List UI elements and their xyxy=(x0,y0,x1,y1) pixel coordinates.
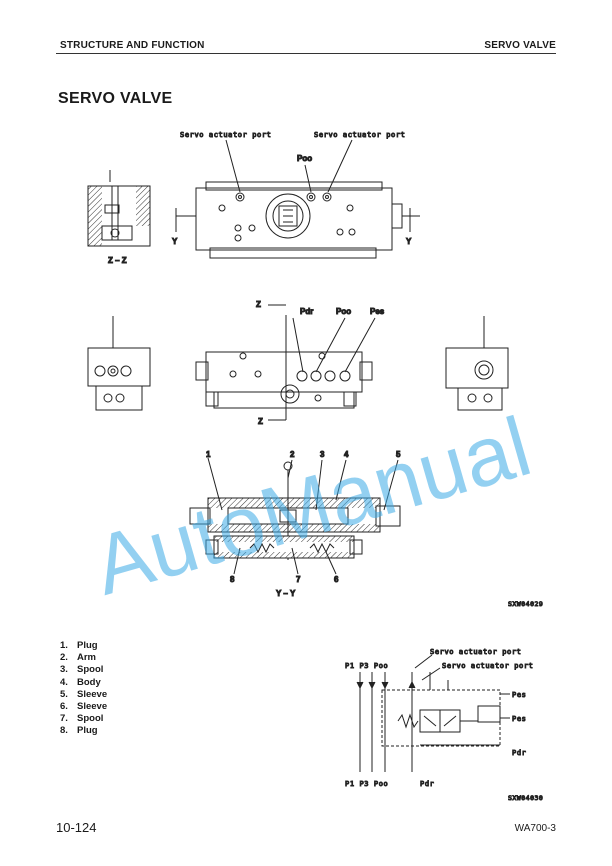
top-servo-port-left: Servo actuator port xyxy=(180,131,271,139)
callout-3: 3 xyxy=(320,450,325,459)
mid-pdr-label: Pdr xyxy=(300,307,313,316)
figure-id-2: SXW04030 xyxy=(508,794,543,802)
middle-left-end-view xyxy=(87,316,151,411)
mid-z-mark-top: Z xyxy=(256,300,261,309)
list-item: 3.Spool xyxy=(60,664,104,676)
page-number: 10-124 xyxy=(56,820,97,835)
list-item: 2.Arm xyxy=(60,652,97,664)
header-section: STRUCTURE AND FUNCTION xyxy=(60,40,205,51)
sch-pdr-right: Pdr xyxy=(512,749,526,757)
sch-pes-1: Pes xyxy=(512,691,526,699)
callout-2: 2 xyxy=(290,450,295,459)
zz-section-label: Z – Z xyxy=(108,256,127,265)
top-valve-view: Servo actuator port Servo actuator port … xyxy=(172,131,420,259)
callout-7: 7 xyxy=(296,575,301,584)
callout-8: 8 xyxy=(230,575,235,584)
zz-section-view: Z – Z xyxy=(87,170,151,266)
mid-z-mark-bottom: Z xyxy=(258,417,263,426)
hydraulic-schematic: Servo actuator port Servo actuator port … xyxy=(345,648,544,803)
callout-4: 4 xyxy=(344,450,349,459)
sch-top-ports: P1 P3 Poo xyxy=(345,662,388,670)
top-servo-port-right: Servo actuator port xyxy=(314,131,405,139)
list-item: 8.Plug xyxy=(60,725,98,737)
page-title: SERVO VALVE xyxy=(58,90,173,107)
mid-poo-label: Poo xyxy=(336,307,351,316)
middle-right-end-view xyxy=(445,316,509,411)
sch-bottom-ports: P1 P3 Poo xyxy=(345,780,388,788)
callout-5: 5 xyxy=(396,450,401,459)
sch-pdr-bottom: Pdr xyxy=(420,780,434,788)
list-item: 4.Body xyxy=(60,676,101,688)
yy-section-view: 1 2 3 4 5 8 7 6 Y – Y SXW04029 xyxy=(189,450,543,609)
model-number: WA700-3 xyxy=(514,823,556,834)
top-poo-label: Poo xyxy=(297,154,312,163)
callout-1: 1 xyxy=(206,450,211,459)
top-y-mark-left: Y xyxy=(172,237,178,246)
mid-pes-label: Pes xyxy=(370,307,385,316)
sch-servo-port-1: Servo actuator port xyxy=(430,648,521,656)
sch-pes-2: Pes xyxy=(512,715,526,723)
figure-id-1: SXW04029 xyxy=(508,600,543,608)
sch-servo-port-2: Servo actuator port xyxy=(442,662,533,670)
list-item: 6.Sleeve xyxy=(60,700,108,712)
middle-valve-view: Z Z Pdr Poo Pes xyxy=(195,300,385,427)
list-item: 7.Spool xyxy=(60,713,104,725)
callout-6: 6 xyxy=(334,575,339,584)
yy-section-label: Y – Y xyxy=(276,589,296,598)
list-item: 5.Sleeve xyxy=(60,688,108,700)
header-rule xyxy=(56,53,556,54)
top-y-mark-right: Y xyxy=(406,237,412,246)
list-item: 1.Plug xyxy=(60,640,98,651)
parts-list: 1.Plug 2.Arm 3.Spool 4.Body 5.Sleeve 6.S… xyxy=(60,640,107,738)
header-topic: SERVO VALVE xyxy=(484,40,556,51)
